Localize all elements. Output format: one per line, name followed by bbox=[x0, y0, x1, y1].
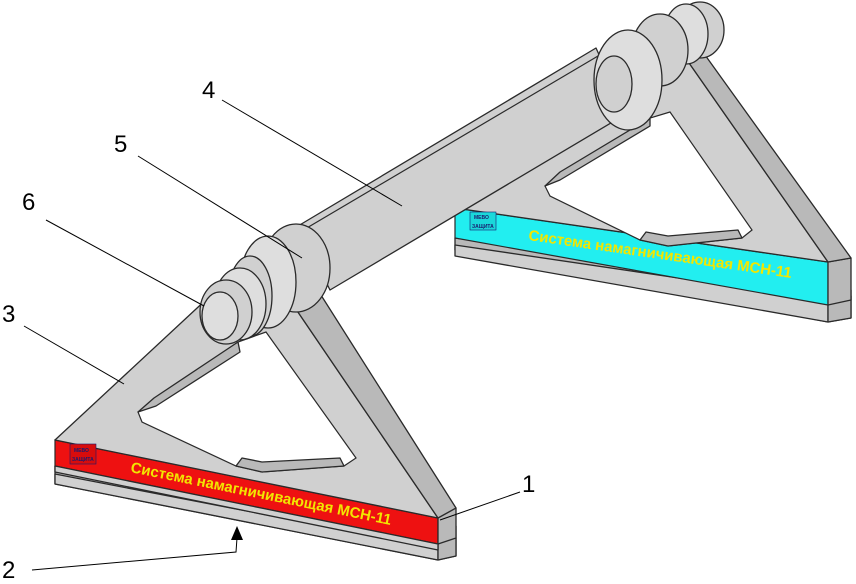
callout-4-label: 4 bbox=[202, 77, 215, 104]
front-hub bbox=[199, 223, 331, 345]
callout-5-label: 5 bbox=[114, 131, 127, 158]
back-logo-line-2: ЗАЩИТА bbox=[472, 224, 494, 230]
callout-1: 1 bbox=[439, 471, 535, 521]
callout-3: 3 bbox=[2, 301, 125, 385]
back-logo: МЕВО ЗАЩИТА bbox=[469, 211, 497, 231]
callout-3-label: 3 bbox=[2, 301, 15, 328]
front-logo-line-1: МЕВО bbox=[74, 448, 89, 454]
callout-5: 5 bbox=[114, 131, 303, 259]
front-logo-line-2: ЗАЩИТА bbox=[72, 457, 94, 463]
callout-2: 2 bbox=[2, 526, 243, 584]
callout-6-label: 6 bbox=[22, 189, 35, 216]
shaft bbox=[297, 1, 725, 291]
front-yoke: МЕВО ЗАЩИТА Система намагничивающая МСН-… bbox=[54, 261, 457, 561]
back-logo-line-1: МЕВО bbox=[474, 215, 489, 221]
callout-2-label: 2 bbox=[2, 557, 15, 584]
callout-1-label: 1 bbox=[522, 471, 535, 498]
front-logo: МЕВО ЗАЩИТА bbox=[69, 443, 97, 465]
callout-4: 4 bbox=[202, 77, 403, 207]
callout-6: 6 bbox=[22, 189, 205, 307]
